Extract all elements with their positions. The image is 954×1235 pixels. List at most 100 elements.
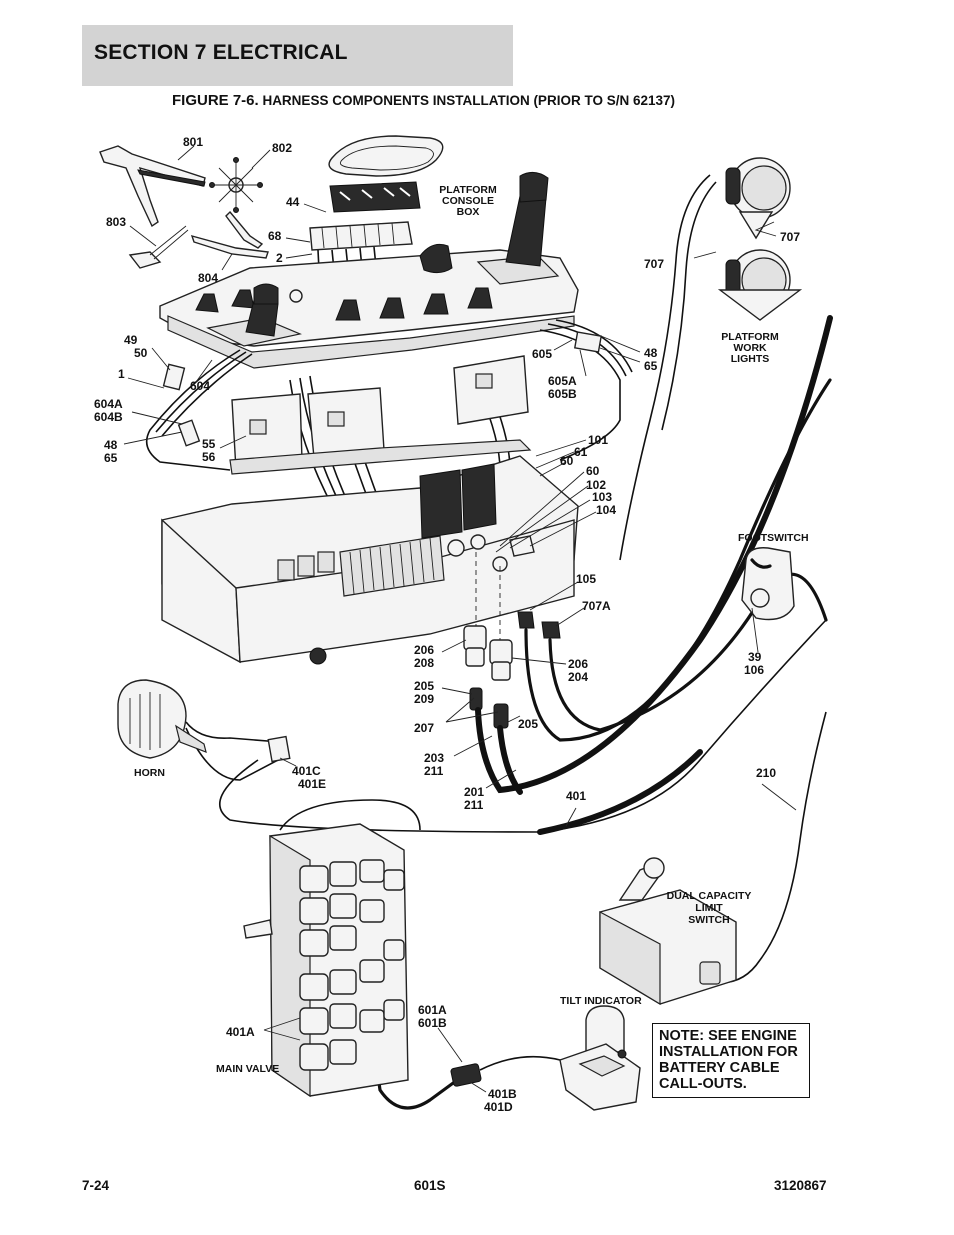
limit-switch bbox=[599, 857, 737, 1006]
callout-60-lower: 60 bbox=[586, 464, 600, 478]
callout-61: 61 bbox=[574, 445, 588, 459]
callout-401: 401 bbox=[566, 789, 586, 803]
callout-804: 804 bbox=[198, 271, 218, 285]
callout-56: 56 bbox=[202, 450, 216, 464]
horn bbox=[117, 679, 207, 759]
insertion-tool-803 bbox=[128, 225, 189, 269]
label-limit-line2: LIMIT bbox=[695, 902, 723, 914]
label-console-line3: BOX bbox=[457, 206, 480, 218]
callout-401c: 401C bbox=[292, 764, 321, 778]
callout-209: 209 bbox=[414, 692, 434, 706]
callout-49: 49 bbox=[124, 333, 138, 347]
section-banner: SECTION 7 ELECTRICAL bbox=[82, 25, 513, 86]
callout-102: 102 bbox=[586, 478, 606, 492]
callout-401a: 401A bbox=[226, 1025, 255, 1039]
callout-44: 44 bbox=[286, 195, 300, 209]
callout-802: 802 bbox=[272, 141, 292, 155]
callout-39: 39 bbox=[748, 650, 762, 664]
callout-106: 106 bbox=[744, 663, 764, 677]
footswitch bbox=[741, 547, 795, 621]
pin-extractor-802 bbox=[209, 157, 263, 213]
callout-labels: 801 802 803 804 44 68 2 49 50 1 604 604A… bbox=[94, 135, 800, 1114]
main-valve bbox=[243, 823, 409, 1098]
figure-number: FIGURE 7-6. bbox=[172, 92, 259, 109]
callout-707A: 707A bbox=[582, 599, 611, 613]
callout-65-left: 65 bbox=[104, 451, 118, 465]
callout-205-right: 205 bbox=[518, 717, 538, 731]
callout-1: 1 bbox=[118, 367, 125, 381]
callout-211-upper: 211 bbox=[424, 764, 444, 778]
callout-801: 801 bbox=[183, 135, 203, 149]
label-lights-line1: PLATFORM bbox=[721, 331, 779, 343]
callout-104: 104 bbox=[596, 503, 616, 517]
callout-604: 604 bbox=[190, 379, 210, 393]
callout-201: 201 bbox=[464, 785, 484, 799]
callout-101: 101 bbox=[588, 433, 608, 447]
callout-65-right: 65 bbox=[644, 359, 658, 373]
label-main-valve: MAIN VALVE bbox=[216, 1063, 279, 1075]
label-horn: HORN bbox=[134, 767, 165, 779]
callout-605a: 605A bbox=[548, 374, 577, 388]
label-limit-line3: SWITCH bbox=[688, 914, 729, 926]
work-light-upper bbox=[725, 157, 791, 240]
callout-401e: 401E bbox=[298, 777, 326, 791]
callout-206-left: 206 bbox=[414, 643, 434, 657]
platform-console-box bbox=[159, 172, 579, 369]
note-box: NOTE: SEE ENGINE INSTALLATION FOR BATTER… bbox=[652, 1023, 810, 1098]
label-footswitch: FOOTSWITCH bbox=[738, 532, 809, 544]
callout-401d: 401D bbox=[484, 1100, 513, 1114]
label-lights-line3: LIGHTS bbox=[731, 353, 770, 365]
callout-105: 105 bbox=[576, 572, 596, 586]
callout-707-left: 707 bbox=[644, 257, 664, 271]
callout-211-lower: 211 bbox=[464, 798, 484, 812]
callout-707-right: 707 bbox=[780, 230, 800, 244]
footer-page-number: 7-24 bbox=[82, 1178, 110, 1193]
callout-203: 203 bbox=[424, 751, 444, 765]
control-box bbox=[161, 355, 579, 665]
horn-connector bbox=[267, 735, 291, 763]
callout-205-left: 205 bbox=[414, 679, 434, 693]
callout-207: 207 bbox=[414, 721, 434, 735]
valve-connector-401bd bbox=[450, 1063, 482, 1087]
callout-605: 605 bbox=[532, 347, 552, 361]
callout-210: 210 bbox=[756, 766, 776, 780]
label-limit-line1: DUAL CAPACITY bbox=[667, 890, 752, 902]
callout-50: 50 bbox=[134, 346, 148, 360]
crimp-tool-801 bbox=[99, 145, 206, 228]
callout-601b: 601B bbox=[418, 1016, 447, 1030]
footer-doc-number: 3120867 bbox=[774, 1178, 827, 1193]
gland-assemblies bbox=[463, 552, 561, 729]
work-light-lower bbox=[717, 249, 803, 321]
component-labels: PLATFORM CONSOLE BOX PLATFORM WORK LIGHT… bbox=[134, 184, 809, 1075]
callout-103: 103 bbox=[592, 490, 612, 504]
main-cables bbox=[185, 174, 833, 1110]
callout-401b: 401B bbox=[488, 1087, 517, 1101]
callout-68: 68 bbox=[268, 229, 282, 243]
crimper-804 bbox=[190, 210, 269, 259]
decal-panel bbox=[329, 181, 421, 213]
callout-55: 55 bbox=[202, 437, 216, 451]
callout-2: 2 bbox=[276, 251, 283, 265]
figure-caption: HARNESS COMPONENTS INSTALLATION (PRIOR T… bbox=[258, 93, 675, 108]
label-console-line2: CONSOLE bbox=[442, 195, 494, 207]
connector-604ab bbox=[177, 419, 201, 447]
callout-60-upper: 60 bbox=[560, 454, 574, 468]
callout-803: 803 bbox=[106, 215, 126, 229]
callout-48-right: 48 bbox=[644, 346, 658, 360]
note-text: NOTE: SEE ENGINE INSTALLATION FOR BATTER… bbox=[659, 1028, 798, 1092]
label-tilt-indicator: TILT INDICATOR bbox=[560, 995, 642, 1007]
connector-605ab bbox=[573, 331, 603, 353]
label-lights-line2: WORK bbox=[733, 342, 767, 354]
label-console-line1: PLATFORM bbox=[439, 184, 497, 196]
figure-title: FIGURE 7-6. HARNESS COMPONENTS INSTALLAT… bbox=[172, 92, 675, 109]
callout-604b: 604B bbox=[94, 410, 123, 424]
callout-204: 204 bbox=[568, 670, 588, 684]
callout-601a: 601A bbox=[418, 1003, 447, 1017]
leader-lines bbox=[123, 145, 797, 1093]
callout-208: 208 bbox=[414, 656, 434, 670]
callout-604a: 604A bbox=[94, 397, 123, 411]
indicator-lens-44 bbox=[328, 135, 444, 177]
section-title: SECTION 7 ELECTRICAL bbox=[94, 41, 348, 64]
connector-604 bbox=[162, 363, 186, 391]
